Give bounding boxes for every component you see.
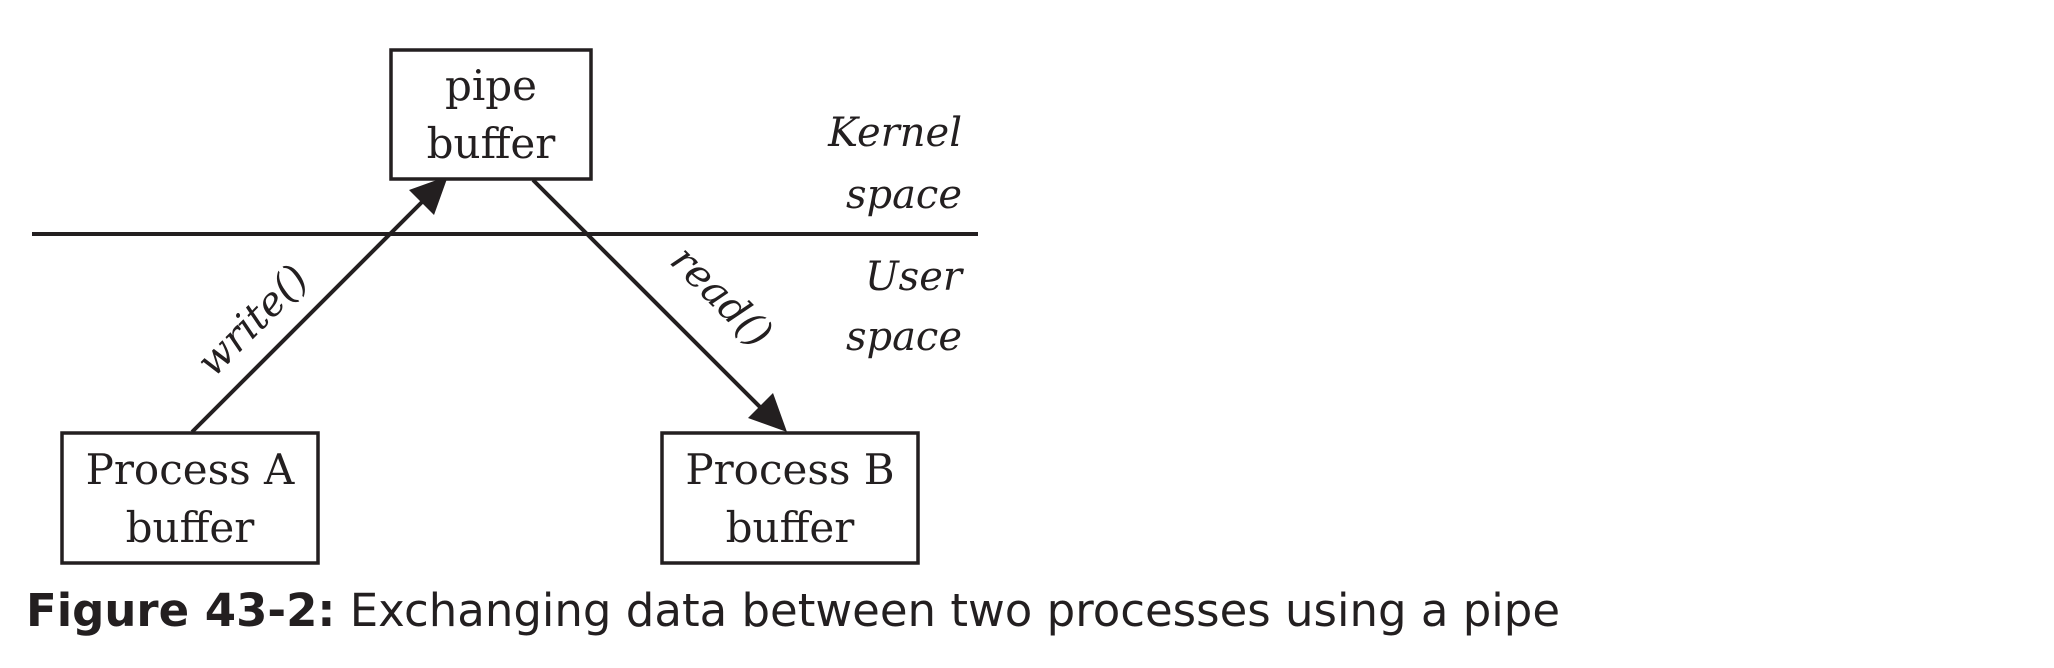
read-arrow-label: read() — [661, 237, 781, 357]
pipe-buffer-box: pipe buffer — [389, 48, 593, 181]
read-arrow-line — [531, 178, 767, 414]
write-arrow-label: write() — [188, 256, 317, 385]
process-b-label-line1: Process B — [685, 445, 894, 494]
pipe-buffer-label-line2: buffer — [427, 119, 557, 168]
pipe-buffer-label-line1: pipe — [445, 61, 537, 110]
user-space-label-line1: User — [865, 254, 965, 300]
read-arrowhead — [748, 393, 787, 432]
process-a-label-line1: Process A — [86, 445, 295, 494]
figure-caption-label: Figure 43-2: — [26, 584, 336, 637]
user-space-label-line2: space — [846, 314, 962, 360]
kernel-space-label-line1: Kernel — [827, 110, 962, 156]
figure-caption-text: Exchanging data between two processes us… — [349, 584, 1561, 637]
process-b-buffer-box: Process B buffer — [660, 431, 920, 565]
write-arrow-line — [190, 194, 430, 434]
write-arrowhead — [409, 176, 448, 215]
process-a-label-line2: buffer — [126, 503, 256, 552]
process-b-label-line2: buffer — [726, 503, 856, 552]
kernel-space-label-line2: space — [846, 172, 962, 218]
figure-caption: Figure 43-2: Exchanging data between two… — [26, 588, 1560, 633]
process-a-buffer-box: Process A buffer — [60, 431, 320, 565]
